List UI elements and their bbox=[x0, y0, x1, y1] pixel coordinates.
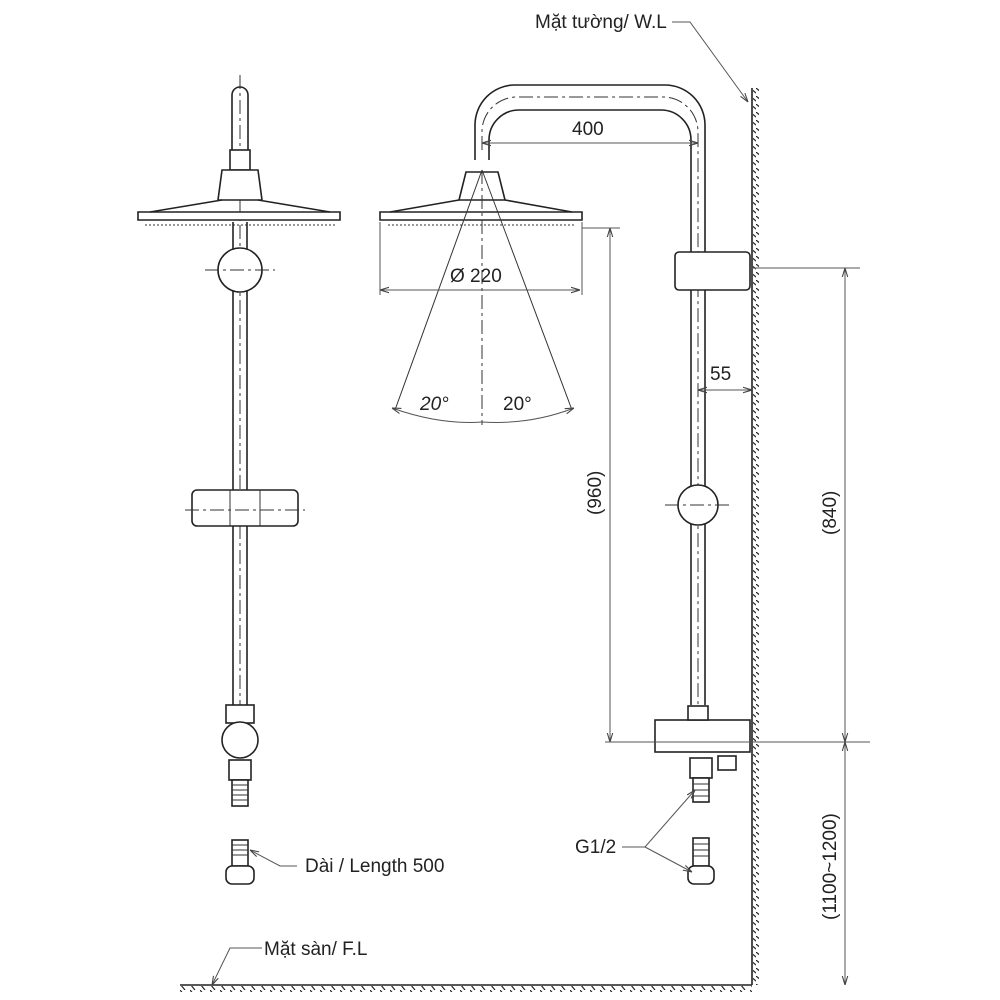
side-view bbox=[379, 84, 751, 885]
connection-label: G1/2 bbox=[575, 837, 616, 858]
spray-angle-right: 20° bbox=[503, 394, 532, 415]
floor-label: Mặt sàn/ F.L bbox=[264, 939, 368, 960]
head-diameter-dimension: Ø 220 bbox=[450, 266, 502, 287]
wall-label: Mặt tường/ W.L bbox=[535, 12, 667, 33]
wall bbox=[751, 88, 759, 985]
arm-length-dimension: 400 bbox=[572, 119, 604, 140]
head-height-dimension: (960) bbox=[585, 471, 606, 515]
wall-offset-dimension: 55 bbox=[710, 364, 731, 385]
floor bbox=[180, 984, 752, 992]
hose-length-label: Dài / Length 500 bbox=[305, 856, 444, 877]
front-view bbox=[137, 75, 341, 885]
bar-length-dimension: (840) bbox=[820, 491, 841, 535]
dimension-lines bbox=[212, 21, 870, 985]
mount-height-dimension: (1100~1200) bbox=[820, 813, 841, 920]
spray-angle-left: 20° bbox=[419, 394, 449, 415]
